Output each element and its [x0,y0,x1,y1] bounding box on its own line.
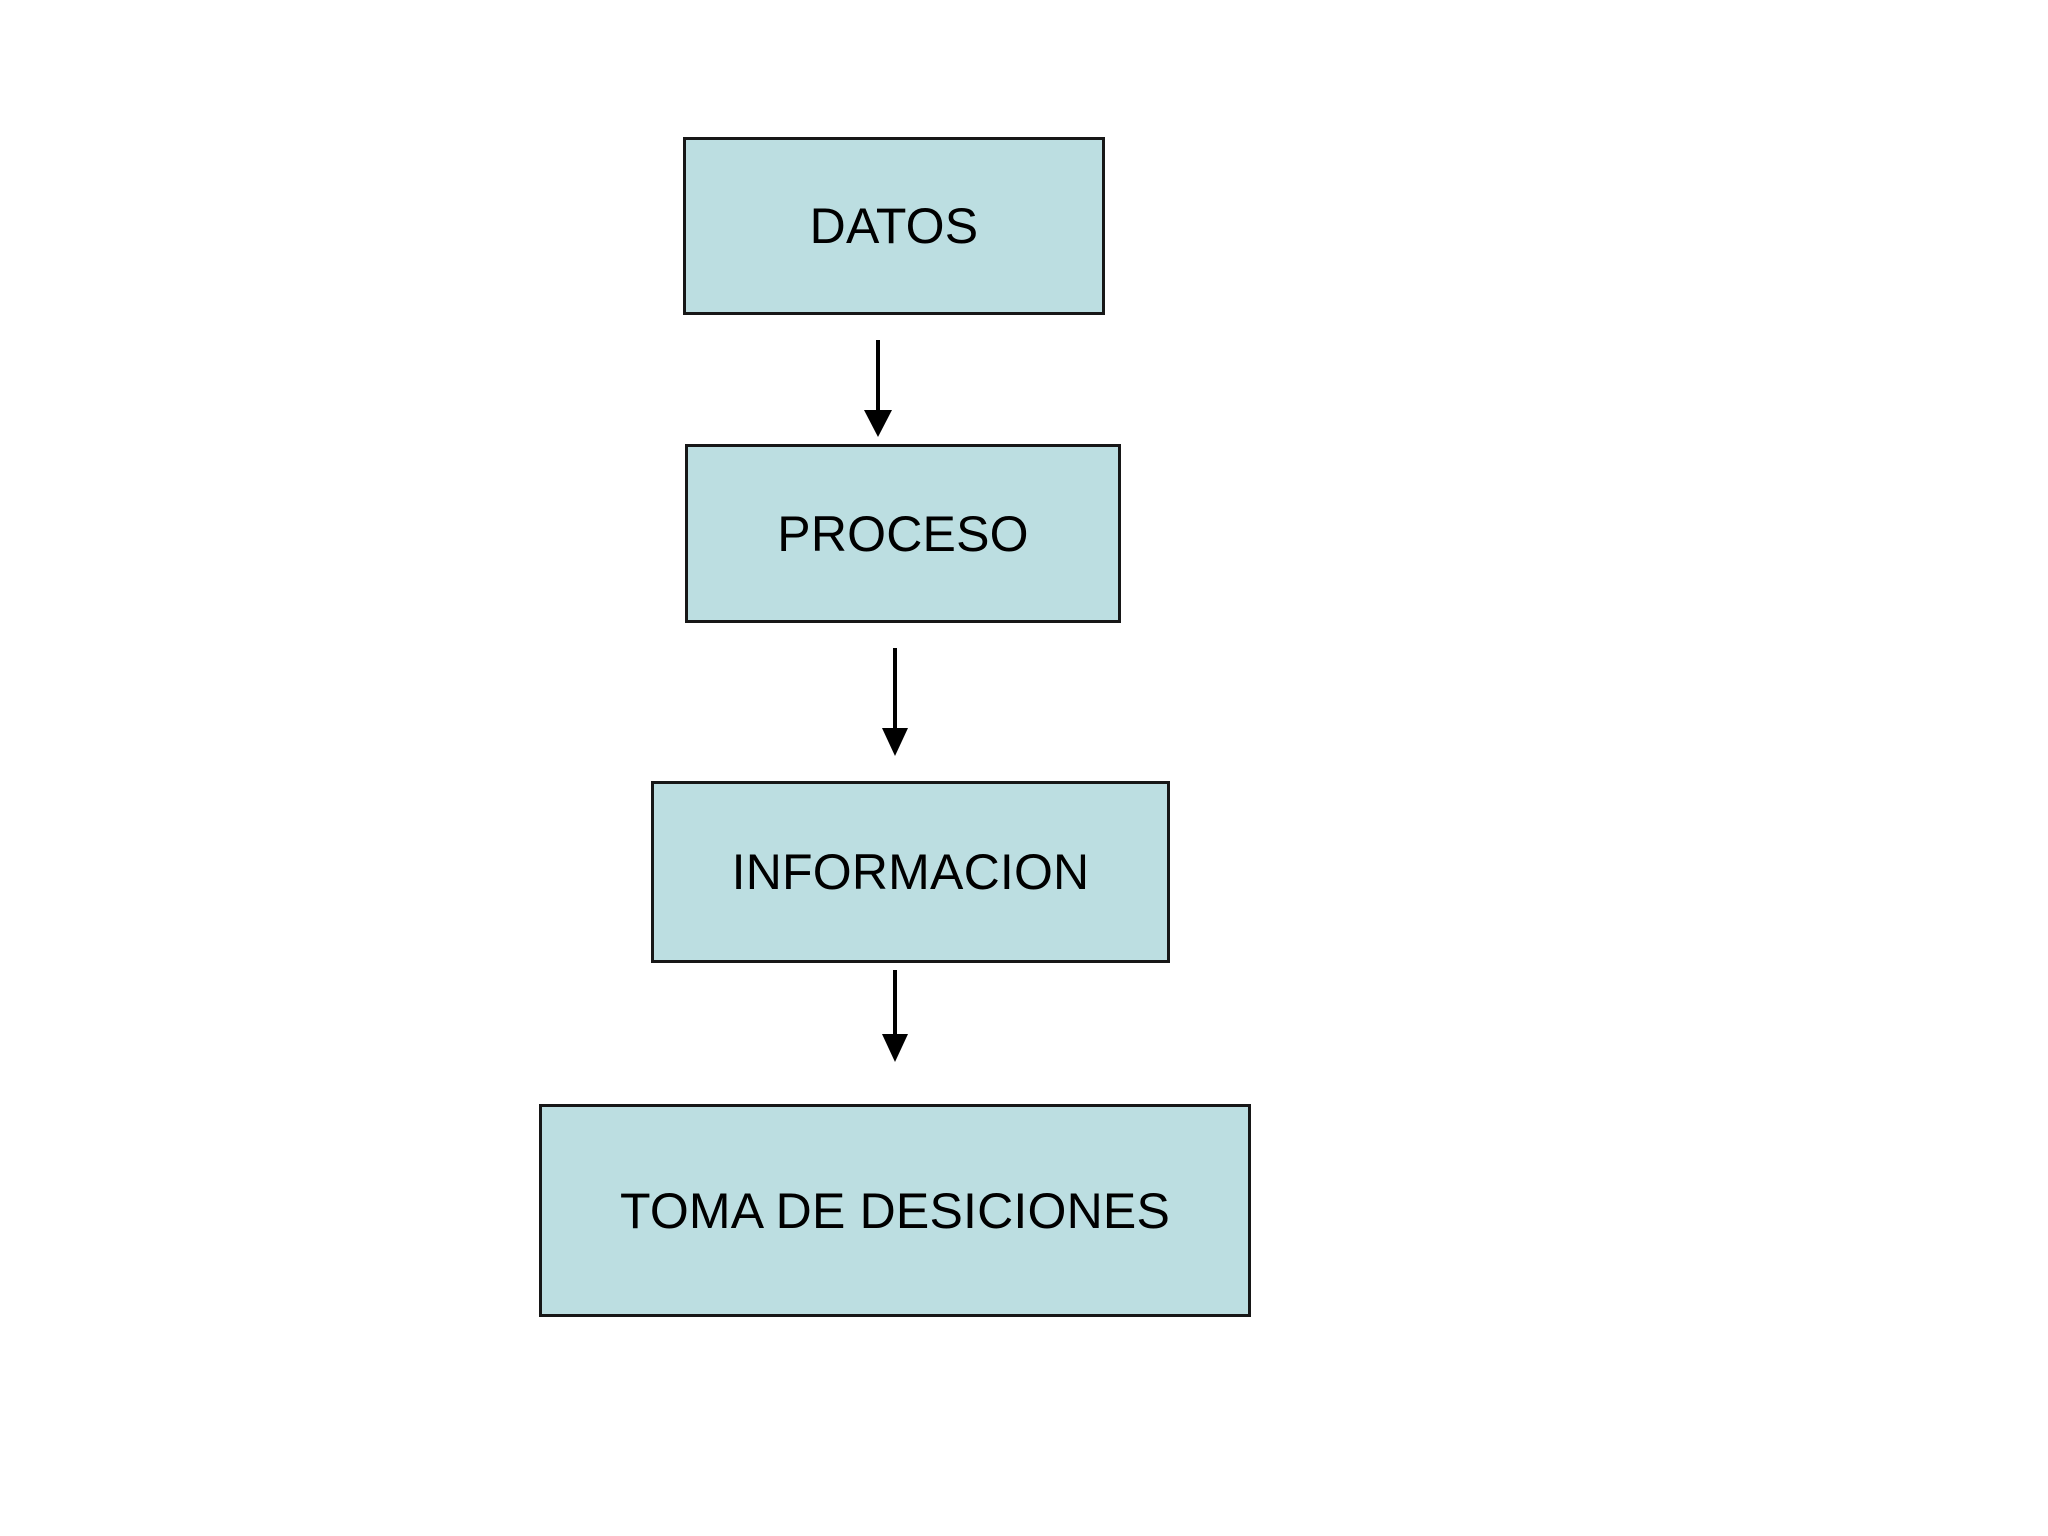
arrow-datos-to-proceso [864,340,892,437]
flow-node-proceso-label: PROCESO [777,505,1029,562]
flow-node-toma-de-desiciones[interactable]: TOMA DE DESICIONES [539,1104,1251,1317]
arrow-proceso-to-informacion [882,648,908,756]
flow-node-informacion[interactable]: INFORMACION [651,781,1170,963]
arrow-informacion-to-toma [882,970,908,1062]
flow-node-datos-label: DATOS [809,198,979,254]
flow-node-toma-de-desiciones-label: TOMA DE DESICIONES [619,1182,1170,1239]
flow-node-proceso[interactable]: PROCESO [685,444,1121,623]
flow-node-informacion-label: INFORMACION [731,844,1090,900]
flow-node-datos[interactable]: DATOS [683,137,1105,315]
